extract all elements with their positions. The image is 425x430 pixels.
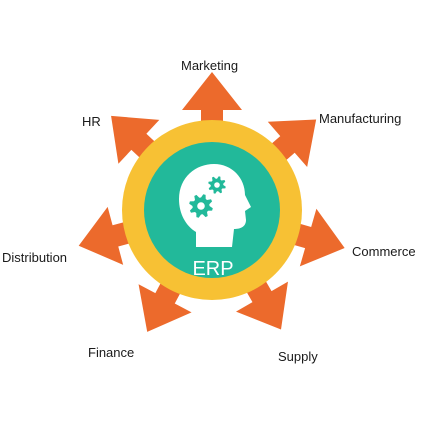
gear-small-hole	[214, 182, 220, 188]
label-supply: Supply	[278, 349, 318, 364]
arrow-marketing	[182, 72, 242, 142]
label-finance: Finance	[88, 345, 135, 360]
label-marketing: Marketing	[181, 58, 239, 73]
label-manufacturing: Manufacturing	[319, 111, 402, 126]
gear-small-icon	[208, 176, 226, 194]
head-silhouette	[179, 164, 251, 247]
gear-large-icon	[189, 194, 213, 218]
label-commerce: Commerce	[352, 244, 416, 259]
erp-label: ERP	[192, 258, 233, 280]
gear-big-hole	[197, 202, 205, 210]
label-hr: HR	[82, 114, 101, 129]
head-gears-icon	[179, 164, 251, 247]
label-distribution: Distribution	[2, 250, 68, 265]
